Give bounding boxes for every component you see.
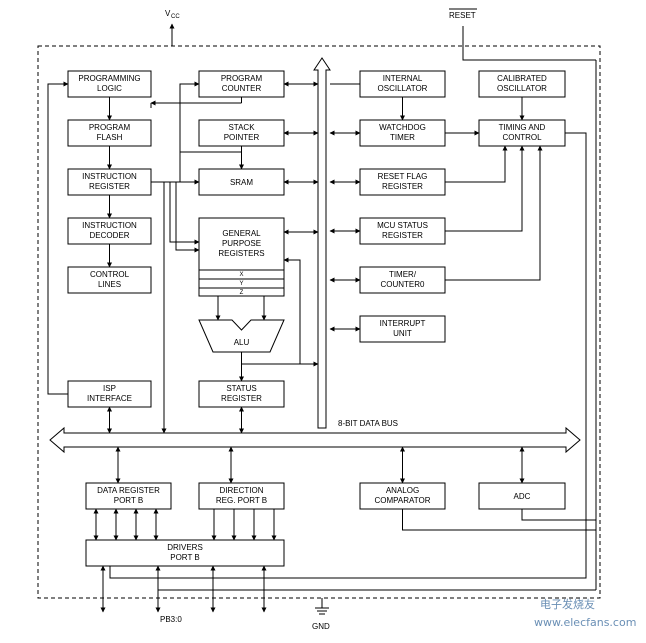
instruction-register-block: INSTRUCTION REGISTER — [67, 168, 152, 196]
data-register-port-b-block: DATA REGISTER PORT B — [85, 482, 172, 510]
svg-text:SRAM: SRAM — [230, 178, 253, 187]
gnd-symbol: GND — [312, 598, 330, 631]
svg-text:REGISTER: REGISTER — [89, 182, 130, 191]
svg-text:PORT B: PORT B — [114, 496, 144, 505]
svg-text:REGISTER: REGISTER — [382, 182, 423, 191]
svg-text:RESET FLAG: RESET FLAG — [378, 172, 428, 181]
svg-text:REG. PORT B: REG. PORT B — [216, 496, 267, 505]
svg-text:WATCHDOG: WATCHDOG — [379, 123, 426, 132]
drivers-port-b-block: DRIVERS PORT B — [85, 539, 285, 567]
svg-text:ISP: ISP — [103, 384, 116, 393]
svg-text:LOGIC: LOGIC — [97, 84, 122, 93]
svg-text:INSTRUCTION: INSTRUCTION — [82, 221, 137, 230]
svg-text:INTERNAL: INTERNAL — [383, 74, 423, 83]
svg-text:DECODER: DECODER — [89, 231, 129, 240]
gnd-label: GND — [312, 622, 330, 631]
svg-text:OSCILLATOR: OSCILLATOR — [497, 84, 547, 93]
calibrated-oscillator-block: CALIBRATED OSCILLATOR — [478, 70, 566, 98]
svg-text:GENERAL: GENERAL — [222, 229, 261, 238]
programming-logic-block: PROGRAMMING LOGIC — [67, 70, 152, 98]
internal-oscillator-block: INTERNAL OSCILLATOR — [359, 70, 446, 98]
pb-pins-label: PB3:0 — [160, 615, 182, 624]
svg-text:REGISTERS: REGISTERS — [218, 249, 264, 258]
svg-text:LINES: LINES — [98, 280, 121, 289]
svg-text:OSCILLATOR: OSCILLATOR — [378, 84, 428, 93]
svg-text:PROGRAM: PROGRAM — [89, 123, 131, 132]
svg-text:TIMER/: TIMER/ — [389, 270, 417, 279]
analog-comparator-block: ANALOG COMPARATOR — [359, 482, 446, 510]
mcu-status-register-block: MCU STATUS REGISTER — [359, 217, 446, 245]
svg-text:INSTRUCTION: INSTRUCTION — [82, 172, 137, 181]
svg-text:PROGRAMMING: PROGRAMMING — [78, 74, 140, 83]
svg-text:COUNTER0: COUNTER0 — [380, 280, 425, 289]
general-purpose-registers-block: GENERAL PURPOSE REGISTERS X Y Z — [198, 217, 285, 297]
isp-interface-block: ISP INTERFACE — [67, 380, 152, 408]
control-lines-block: CONTROL LINES — [67, 266, 152, 294]
watchdog-timer-block: WATCHDOG TIMER — [359, 119, 446, 147]
chip-boundary — [37, 45, 601, 599]
watermark-brand: 电子发烧友 — [540, 597, 595, 611]
stack-pointer-block: STACK POINTER — [198, 119, 285, 147]
reset-pin: RESET — [449, 8, 477, 46]
y-register-label: Y — [239, 281, 243, 287]
svg-text:TIMING AND: TIMING AND — [499, 123, 546, 132]
svg-text:DATA REGISTER: DATA REGISTER — [97, 486, 160, 495]
direction-reg-port-b-block: DIRECTION REG. PORT B — [198, 482, 285, 510]
eight-bit-data-bus — [49, 426, 581, 454]
svg-text:CONTROL: CONTROL — [502, 133, 542, 142]
svg-text:POINTER: POINTER — [224, 133, 260, 142]
program-counter-block: PROGRAM COUNTER — [198, 70, 285, 98]
x-register-label: X — [239, 272, 243, 278]
svg-text:REGISTER: REGISTER — [382, 231, 423, 240]
status-register-block: STATUS REGISTER — [198, 380, 285, 408]
svg-text:STATUS: STATUS — [226, 384, 256, 393]
adc-block: ADC — [478, 482, 566, 510]
svg-text:PURPOSE: PURPOSE — [222, 239, 261, 248]
svg-text:ANALOG: ANALOG — [386, 486, 419, 495]
sram-block: SRAM — [198, 168, 285, 196]
svg-text:STACK: STACK — [228, 123, 255, 132]
vertical-data-bus — [313, 57, 331, 429]
svg-text:UNIT: UNIT — [393, 329, 412, 338]
svg-text:REGISTER: REGISTER — [221, 394, 262, 403]
svg-text:MCU STATUS: MCU STATUS — [377, 221, 428, 230]
vcc-pin: V CC — [165, 9, 180, 46]
svg-text:DIRECTION: DIRECTION — [220, 486, 264, 495]
svg-text:COMPARATOR: COMPARATOR — [374, 496, 430, 505]
vcc-label: V — [165, 9, 171, 18]
svg-text:PORT B: PORT B — [170, 553, 200, 562]
instruction-decoder-block: INSTRUCTION DECODER — [67, 217, 152, 245]
svg-text:TIMER: TIMER — [390, 133, 415, 142]
interrupt-unit-block: INTERRUPT UNIT — [359, 315, 446, 343]
reset-flag-register-block: RESET FLAG REGISTER — [359, 168, 446, 196]
alu-block: ALU — [198, 319, 285, 353]
reset-label: RESET — [449, 11, 476, 20]
svg-text:CALIBRATED: CALIBRATED — [497, 74, 547, 83]
watermark-url: www.elecfans.com — [534, 616, 636, 629]
svg-text:DRIVERS: DRIVERS — [167, 543, 203, 552]
svg-text:ALU: ALU — [234, 338, 250, 347]
svg-text:CONTROL: CONTROL — [90, 270, 130, 279]
svg-text:INTERRUPT: INTERRUPT — [380, 319, 426, 328]
program-flash-block: PROGRAM FLASH — [67, 119, 152, 147]
z-register-label: Z — [240, 290, 244, 296]
timer-counter0-block: TIMER/ COUNTER0 — [359, 266, 446, 294]
svg-text:INTERFACE: INTERFACE — [87, 394, 132, 403]
vcc-subscript: CC — [171, 14, 180, 20]
data-bus-label: 8-BIT DATA BUS — [338, 419, 398, 428]
svg-text:PROGRAM: PROGRAM — [221, 74, 263, 83]
svg-text:COUNTER: COUNTER — [222, 84, 262, 93]
svg-text:FLASH: FLASH — [97, 133, 123, 142]
watermark: 电子发烧友 www.elecfans.com — [534, 597, 636, 629]
timing-control-block: TIMING AND CONTROL — [478, 119, 566, 147]
svg-text:ADC: ADC — [514, 492, 531, 501]
